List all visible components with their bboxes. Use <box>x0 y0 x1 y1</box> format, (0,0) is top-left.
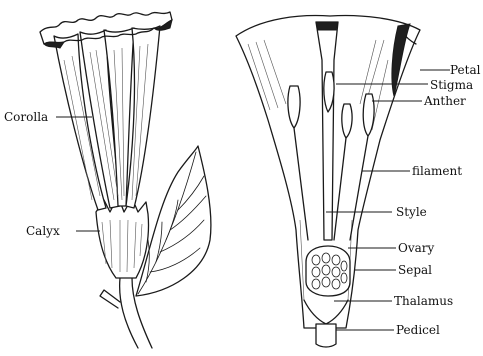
label-petal: Petal <box>450 63 481 77</box>
label-calyx: Calyx <box>26 224 60 238</box>
label-stigma: Stigma <box>430 78 473 92</box>
style-top <box>316 22 338 30</box>
corolla-tubes <box>40 12 172 210</box>
label-sepal: Sepal <box>398 263 432 277</box>
label-thalamus: Thalamus <box>394 294 453 308</box>
label-corolla: Corolla <box>4 110 48 124</box>
label-pedicel: Pedicel <box>396 323 440 337</box>
stalk-stub <box>100 290 120 308</box>
whole-flower-drawing <box>40 12 211 348</box>
label-style: Style <box>396 205 427 219</box>
label-anther: Anther <box>423 94 466 108</box>
pedicel-stalk <box>316 324 336 347</box>
ovary-drawing <box>306 246 350 296</box>
label-ovary: Ovary <box>398 241 435 255</box>
label-filament: filament <box>412 164 462 178</box>
